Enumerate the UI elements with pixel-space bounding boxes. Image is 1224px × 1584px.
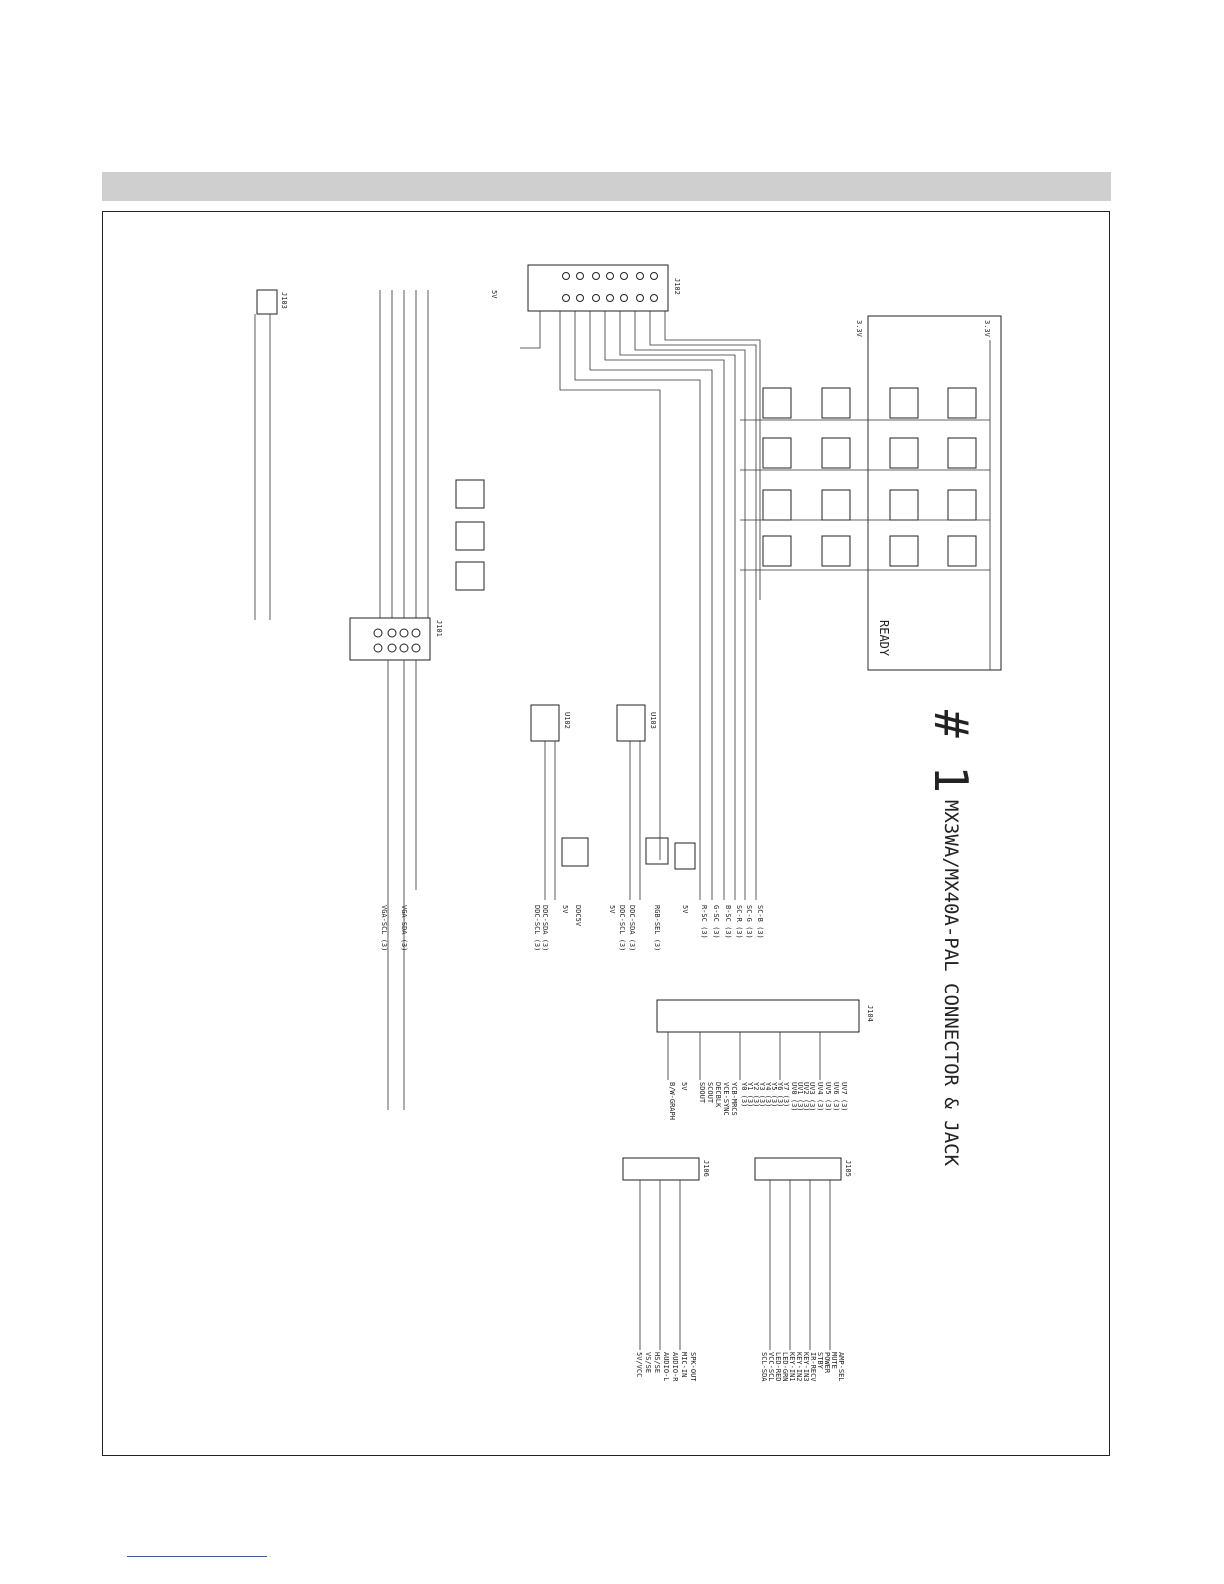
signal-label: STBY [816,1352,824,1370]
diode-array [455,387,977,591]
rail-label: 5V [490,290,498,299]
signal-label: UV2 (3) [802,1082,810,1112]
signal-label: YCB-MRCS [730,1082,738,1116]
signal-label: HS/SE [653,1352,661,1373]
ready-block: READY 3.3V 3.3V [855,315,1002,671]
signal-label: IR-RECV [809,1352,817,1382]
j103-label: J103 [280,292,288,309]
signal-label: LED-GRN [781,1352,789,1382]
signal-label: DDC-SCL (3) [618,905,626,951]
j105-j106-connectors: J106 J105 [622,1157,852,1181]
signal-label: SDOUT [698,1082,706,1104]
u103-label: U103 [649,712,657,729]
j106-label: J106 [702,1160,710,1177]
j104-signal-labels: B/W-GRAPH 5V SDOUT SCOUT DECBLK VCE-SYNC… [668,1082,848,1120]
signal-label: Y4 (3) [764,1082,772,1107]
rail-label: 3.3V [983,320,991,338]
signal-label: DDC5V [574,905,582,927]
signal-label: B-SC (3) [724,905,732,939]
section-header-bar [102,172,1111,201]
signal-label: DDC-SDA (3) [541,905,549,951]
signal-label: Y5 (3) [770,1082,778,1107]
signal-label: AUDIO-L [662,1352,670,1382]
signal-label: 5V [680,1082,688,1091]
signal-label: Y3 (3) [758,1082,766,1107]
j105-signal-labels: SCL-SDA VCC-SCL LED-RED LED-GRN KEY-IN1 … [760,1352,845,1382]
signal-label: KEY-IN2 [795,1352,803,1382]
footer-link-underline [127,1556,267,1557]
j103-jack: J103 [256,289,288,315]
signal-label: AMP-SEL [837,1352,845,1382]
schematic-frame [102,211,1110,1456]
signal-label: MIC-IN [680,1352,688,1377]
signal-label: SC-R (3) [735,905,743,939]
signal-label: 5V [681,905,689,914]
signal-label: UV6 (3) [832,1082,840,1112]
signal-label: SC-B (3) [756,905,764,939]
signal-label: Y1 (3) [746,1082,754,1107]
eeprom-ics: U102 U103 [530,704,696,870]
j104-label: J104 [866,1005,874,1022]
signal-label: Y0 (3) [740,1082,748,1107]
signal-label: KEY-IN1 [788,1352,796,1382]
signal-label: 5V [561,905,569,914]
signal-label: AUDIO-R [671,1352,679,1382]
signal-label: DECBLK [714,1082,722,1108]
j106-signal-labels: 5V/VCC VS/SE HS/SE AUDIO-L AUDIO-R MIC-I… [635,1352,697,1382]
title-number: # 1 [924,710,978,793]
signal-label: RGB-SEL (3) [653,905,661,951]
signal-label: 5V [608,905,616,914]
signal-label: UV7 (3) [840,1082,848,1112]
signal-label: Y2 (3) [752,1082,760,1107]
j105-label: J105 [844,1160,852,1177]
title-text: MX3WA/MX40A-PAL CONNECTOR & JACK [940,800,962,1167]
signal-label: SCL-SDA [760,1352,768,1382]
signal-label: MUTE [830,1352,838,1369]
signal-label: Y6 (3) [776,1082,784,1107]
signal-label: Y7 (3) [782,1082,790,1107]
j102-label: J102 [673,278,681,295]
signal-label: UV4 (3) [816,1082,824,1112]
signal-label: KEY-IN3 [802,1352,810,1382]
j101-label: J101 [435,620,443,637]
ready-label: READY [877,620,891,657]
bottom-signal-labels: VGA-SCL (3) VGA-SDA (3) DDC-SCL (3) DDC-… [380,905,764,951]
signal-label: R-SC (3) [700,905,708,939]
signal-label: SPK-OUT [689,1352,697,1382]
signal-label: UV3 (3) [808,1082,816,1112]
signal-label: B/W-GRAPH [668,1082,676,1120]
signal-label: UV0 (3) [790,1082,798,1112]
signal-label: UV5 (3) [824,1082,832,1112]
signal-label: VCE-SYNC [722,1082,730,1116]
signal-label: DDC-SDA (3) [628,905,636,951]
signal-label: VGA-SDA (3) [400,905,408,951]
signal-label: G-SC (3) [712,905,720,939]
u102-label: U102 [563,712,571,729]
j102-connector: J102 [527,264,681,312]
j104-connector: J104 [656,999,874,1033]
signal-label: 5V/VCC [635,1352,643,1377]
signal-label: POWER [823,1352,831,1374]
signal-label: UV1 (3) [796,1082,804,1112]
rail-label: 3.3V [855,320,863,338]
signal-label: LED-RED [774,1352,782,1382]
wiring [254,290,991,1350]
signal-label: SCOUT [706,1082,714,1104]
signal-label: VGA-SCL (3) [380,905,388,951]
signal-label: VCC-SCL [767,1352,775,1382]
signal-label: VS/SE [644,1352,652,1373]
signal-label: DDC-SCL (3) [533,905,541,951]
signal-label: SC-G (3) [745,905,753,939]
j101-connector: J101 [349,617,443,661]
